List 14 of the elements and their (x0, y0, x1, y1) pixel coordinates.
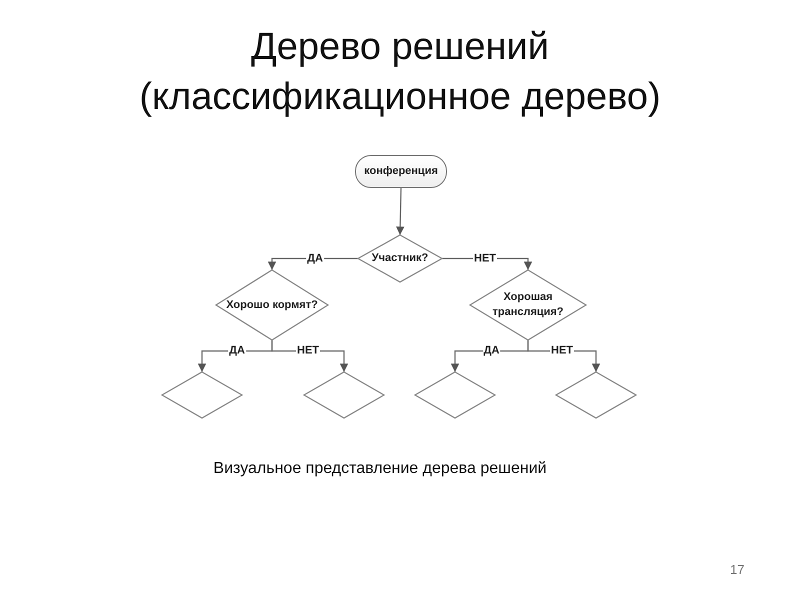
node-label: Хорошо кормят? (225, 298, 319, 312)
page-number: 17 (730, 562, 744, 577)
connector-arrow (271, 340, 348, 372)
edge-label: ДА (482, 344, 500, 358)
node-label: Хорошая трансляция? (491, 290, 565, 320)
edge-label: ДА (228, 344, 246, 358)
connector-arrow (527, 340, 600, 372)
start-terminal (355, 155, 447, 188)
connector-arrow (396, 188, 404, 236)
caption: Визуальное представление дерева решений (212, 460, 548, 478)
edge-label: ДА (306, 252, 324, 265)
node-label: конференция (363, 164, 439, 179)
node-label: Участник? (370, 251, 430, 266)
slide-title: Дерево решений (классификационное дерево) (138, 25, 662, 120)
